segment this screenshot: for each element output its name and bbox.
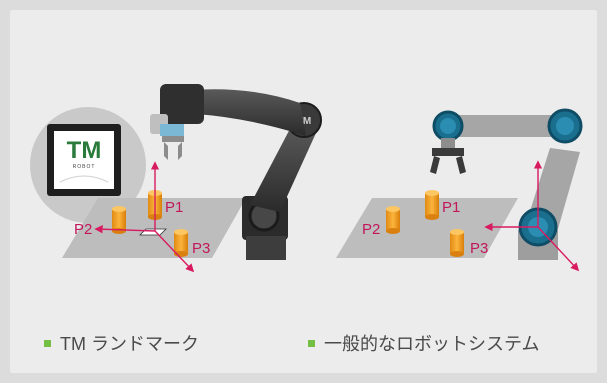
right-label-p2: P2 xyxy=(362,221,380,238)
right-cylinder-p2 xyxy=(386,206,400,234)
right-cylinder-p3 xyxy=(450,229,464,257)
tm-logo-subtext: ROBOT xyxy=(73,164,96,170)
right-cylinders xyxy=(386,190,464,257)
camera-view-bubble xyxy=(30,107,146,232)
right-label-p3: P3 xyxy=(470,240,488,257)
legend-label-tm-landmark: TM ランドマーク xyxy=(60,334,199,354)
svg-text:TM: TM xyxy=(297,116,311,127)
left-coordinate-axes xyxy=(94,161,195,273)
legend-marker xyxy=(44,339,51,347)
tm-logo-text: TM xyxy=(67,137,102,164)
tm-robot-arm: TM xyxy=(150,84,322,260)
left-label-p2: P2 xyxy=(74,221,92,238)
legend-label-generic-robot: 一般的なロボットシステム xyxy=(324,334,540,354)
legend-item-tm-landmark: TM ランドマーク xyxy=(44,330,199,356)
left-label-p3: P3 xyxy=(192,240,210,257)
right-label-p1: P1 xyxy=(442,199,460,216)
left-cylinder-p2 xyxy=(112,206,126,234)
legend-item-generic-robot: 一般的なロボットシステム xyxy=(308,330,539,356)
right-coordinate-axes xyxy=(484,160,580,272)
left-work-plane xyxy=(62,198,246,258)
right-work-plane xyxy=(336,198,518,258)
left-label-p1: P1 xyxy=(165,199,183,216)
right-cylinder-p1 xyxy=(425,190,439,220)
legend-marker xyxy=(308,339,315,347)
tm-logo: TM ROBOT xyxy=(67,137,102,170)
